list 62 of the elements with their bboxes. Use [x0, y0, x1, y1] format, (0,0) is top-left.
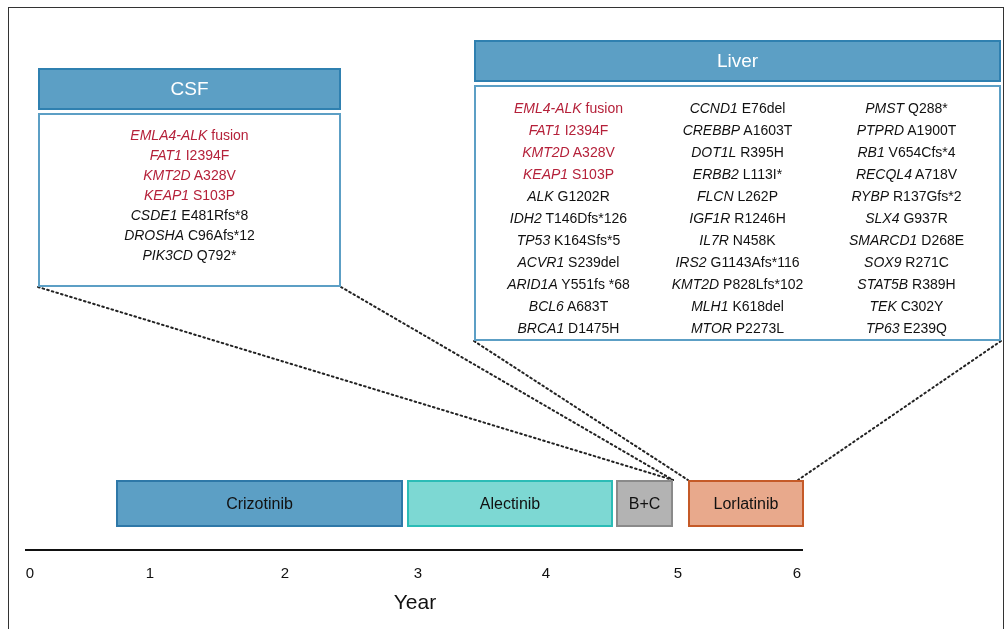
mutation-label: MTOR P2273L	[690, 320, 785, 337]
zoom-leader-line	[473, 340, 689, 481]
axis-title: Year	[393, 590, 437, 614]
mutation-label: PMST Q288*	[865, 100, 948, 117]
mutation-label: EMLA4-ALK fusion	[130, 127, 249, 144]
tick-label: 5	[673, 564, 683, 581]
panel-header: Liver	[474, 40, 1001, 82]
treatment-bar	[407, 480, 613, 527]
mutation-label: ALK G1202R	[527, 188, 610, 205]
mutation-label: TP63 E239Q	[866, 320, 947, 337]
mutation-label: RECQL4 A718V	[855, 166, 958, 183]
tick-label: 4	[541, 564, 551, 581]
tick-label: 0	[25, 564, 35, 581]
tick-label: 3	[413, 564, 423, 581]
mutation-label: SOX9 R271C	[864, 254, 949, 271]
mutation-label: EML4-ALK fusion	[514, 100, 623, 117]
treatment-label: Lorlatinib	[713, 494, 779, 513]
mutation-label: TEK C302Y	[869, 298, 944, 315]
mutation-label: IL7R N458K	[699, 232, 776, 249]
treatment-bar	[688, 480, 804, 527]
treatment-bar	[116, 480, 403, 527]
mutation-label: DOT1L R395H	[691, 144, 784, 161]
treatment-bar	[616, 480, 673, 527]
treatment-label: B+C	[628, 494, 661, 513]
mutation-label: STAT5B R389H	[857, 276, 956, 293]
mutation-label: RB1 V654Cfs*4	[857, 144, 956, 161]
mutation-label: CREBBP A1603T	[682, 122, 793, 139]
panel-header: CSF	[38, 68, 341, 110]
zoom-leader-line	[340, 286, 674, 481]
mutation-label: FAT1 I2394F	[528, 122, 609, 139]
mutation-label: FAT1 I2394F	[149, 147, 230, 164]
mutation-label: KMT2D P828Lfs*102	[671, 276, 804, 293]
mutation-label: IGF1R R1246H	[689, 210, 786, 227]
tick-label: 2	[280, 564, 290, 581]
tick-label: 1	[145, 564, 155, 581]
mutation-label: BCL6 A683T	[528, 298, 609, 315]
zoom-leader-line	[37, 286, 674, 481]
mutation-label: RYBP R137Gfs*2	[851, 188, 962, 205]
mutation-label: PTPRD A1900T	[856, 122, 957, 139]
mutation-label: ARID1A Y551fs *68	[507, 276, 630, 293]
mutation-label: KMT2D A328V	[143, 167, 236, 184]
mutation-label: DROSHA C96Afs*12	[124, 227, 255, 244]
zoom-leader-line	[797, 340, 1002, 481]
mutation-label: FLCN L262P	[697, 188, 778, 205]
tick-label: 6	[792, 564, 802, 581]
mutation-label: KMT2D A328V	[522, 144, 615, 161]
mutation-label: KEAP1 S103P	[522, 166, 615, 183]
mutation-label: CCND1 E76del	[689, 100, 786, 117]
mutation-label: KEAP1 S103P	[143, 187, 236, 204]
mutation-label: ERBB2 L113I*	[692, 166, 783, 183]
mutation-label: IDH2 T146Dfs*126	[509, 210, 628, 227]
mutation-label: IRS2 G1143Afs*116	[675, 254, 800, 271]
mutation-label: SMARCD1 D268E	[848, 232, 965, 249]
treatment-label: Alectinib	[479, 494, 541, 513]
mutation-label: SLX4 G937R	[865, 210, 948, 227]
mutation-label: MLH1 K618del	[691, 298, 784, 315]
treatment-label: Crizotinib	[226, 494, 293, 513]
mutation-label: PIK3CD Q792*	[142, 247, 237, 264]
mutation-label: ACVR1 S239del	[517, 254, 620, 271]
mutation-label: BRCA1 D1475H	[517, 320, 620, 337]
mutation-label: TP53 K164Sfs*5	[516, 232, 621, 249]
mutation-label: CSDE1 E481Rfs*8	[130, 207, 249, 224]
